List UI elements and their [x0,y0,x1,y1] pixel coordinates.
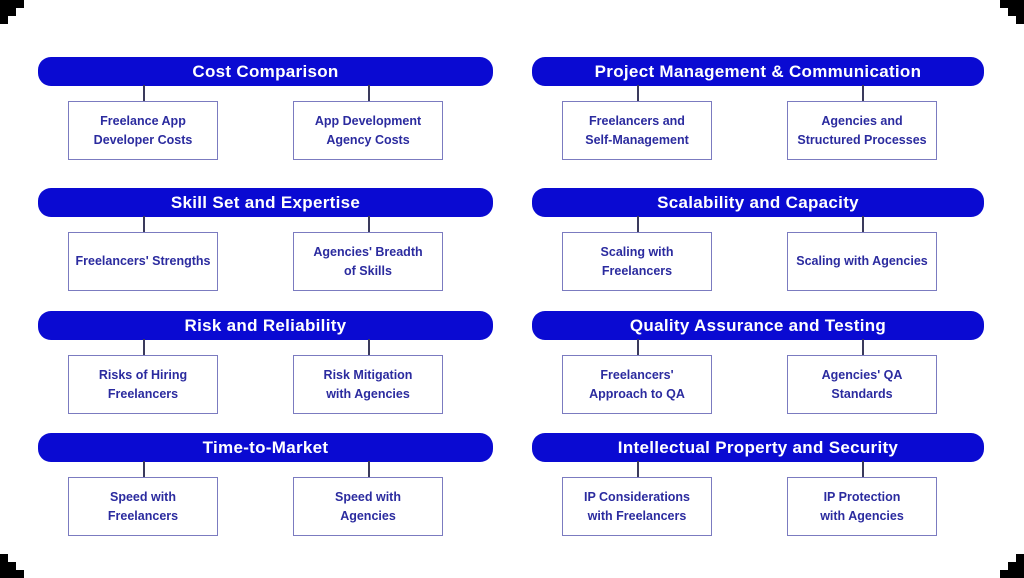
section-header: Scalability and Capacity [532,188,984,217]
child-node-freelancers-approach-to-qa: Freelancers' Approach to QA [562,355,712,414]
section-title: Quality Assurance and Testing [629,315,887,335]
section-scalability-and-capacity: Scalability and Capacity Scaling with Fr… [532,188,984,291]
child-node-label: Freelancers' Strengths [75,254,211,269]
child-node-label: Freelancers and Self-Management [585,114,689,147]
section-cost-comparison: Cost Comparison Freelance App Developer … [38,57,493,160]
child-node-freelance-app-developer-costs: Freelance App Developer Costs [68,101,218,160]
section-risk-and-reliability: Risk and Reliability Risks of Hiring Fre… [38,311,493,414]
section-header: Intellectual Property and Security [532,433,984,462]
child-node-agencies-qa-standards: Agencies' QA Standards [787,355,937,414]
section-header: Project Management & Communication [532,57,984,86]
section-quality-assurance-and-testing: Quality Assurance and Testing Freelancer… [532,311,984,414]
section-intellectual-property-and-security: Intellectual Property and Security IP Co… [532,433,984,536]
section-header: Time-to-Market [38,433,493,462]
section-title: Project Management & Communication [594,61,922,81]
child-node-label: Agencies' QA Standards [821,368,903,401]
child-node-label: App Development Agency Costs [314,114,422,147]
connector-line [637,461,639,478]
section-title: Scalability and Capacity [657,192,859,212]
child-node-label: Scaling with Agencies [796,254,928,269]
child-node-ip-protection-with-agencies: IP Protection with Agencies [787,477,937,536]
section-header: Quality Assurance and Testing [532,311,984,340]
section-title: Risk and Reliability [184,315,347,335]
corner-step-bottom-left [0,554,24,578]
connector-line [368,216,370,233]
connector-line [862,85,864,102]
child-node-freelancers-strengths: Freelancers' Strengths [68,232,218,291]
child-node-label: Freelancers' Approach to QA [589,368,685,401]
section-project-management-communication: Project Management & Communication Freel… [532,57,984,160]
child-node-label: IP Considerations with Freelancers [583,490,691,523]
child-node-label: Agencies and Structured Processes [797,114,927,147]
child-node-speed-with-agencies: Speed with Agencies [293,477,443,536]
corner-step-top-right [1000,0,1024,24]
child-node-label: Freelance App Developer Costs [93,114,193,147]
connector-line [862,216,864,233]
connector-line [862,461,864,478]
child-node-risk-mitigation-with-agencies: Risk Mitigation with Agencies [293,355,443,414]
connector-line [368,339,370,356]
child-node-agencies-breadth-of-skills: Agencies' Breadth of Skills [293,232,443,291]
connector-line [143,216,145,233]
connector-line [368,85,370,102]
child-node-speed-with-freelancers: Speed with Freelancers [68,477,218,536]
section-title: Intellectual Property and Security [617,437,899,457]
corner-step-bottom-right [1000,554,1024,578]
child-node-app-development-agency-costs: App Development Agency Costs [293,101,443,160]
child-node-scaling-with-freelancers: Scaling with Freelancers [562,232,712,291]
child-node-ip-considerations-with-freelancers: IP Considerations with Freelancers [562,477,712,536]
connector-line [143,339,145,356]
child-node-label: Speed with Agencies [335,490,401,523]
child-node-label: Agencies' Breadth of Skills [313,245,423,278]
child-node-agencies-and-structured-processes: Agencies and Structured Processes [787,101,937,160]
section-header: Cost Comparison [38,57,493,86]
section-header: Risk and Reliability [38,311,493,340]
connector-line [862,339,864,356]
section-header: Skill Set and Expertise [38,188,493,217]
child-node-scaling-with-agencies: Scaling with Agencies [787,232,937,291]
child-node-label: Speed with Freelancers [107,490,179,523]
section-skill-set-and-expertise: Skill Set and Expertise Freelancers' Str… [38,188,493,291]
connector-line [637,339,639,356]
child-node-label: IP Protection with Agencies [820,490,904,523]
connector-line [143,461,145,478]
child-node-label: Risks of Hiring Freelancers [98,368,188,401]
section-title: Time-to-Market [202,437,329,457]
section-title: Skill Set and Expertise [170,192,361,212]
child-node-label: Risk Mitigation with Agencies [323,368,413,401]
child-node-risks-of-hiring-freelancers: Risks of Hiring Freelancers [68,355,218,414]
corner-step-top-left [0,0,24,24]
child-node-label: Scaling with Freelancers [600,245,674,278]
section-title: Cost Comparison [192,61,339,81]
connector-line [637,216,639,233]
connector-line [637,85,639,102]
section-time-to-market: Time-to-Market Speed with Freelancers Sp… [38,433,493,536]
connector-line [143,85,145,102]
child-node-freelancers-and-self-management: Freelancers and Self-Management [562,101,712,160]
connector-line [368,461,370,478]
